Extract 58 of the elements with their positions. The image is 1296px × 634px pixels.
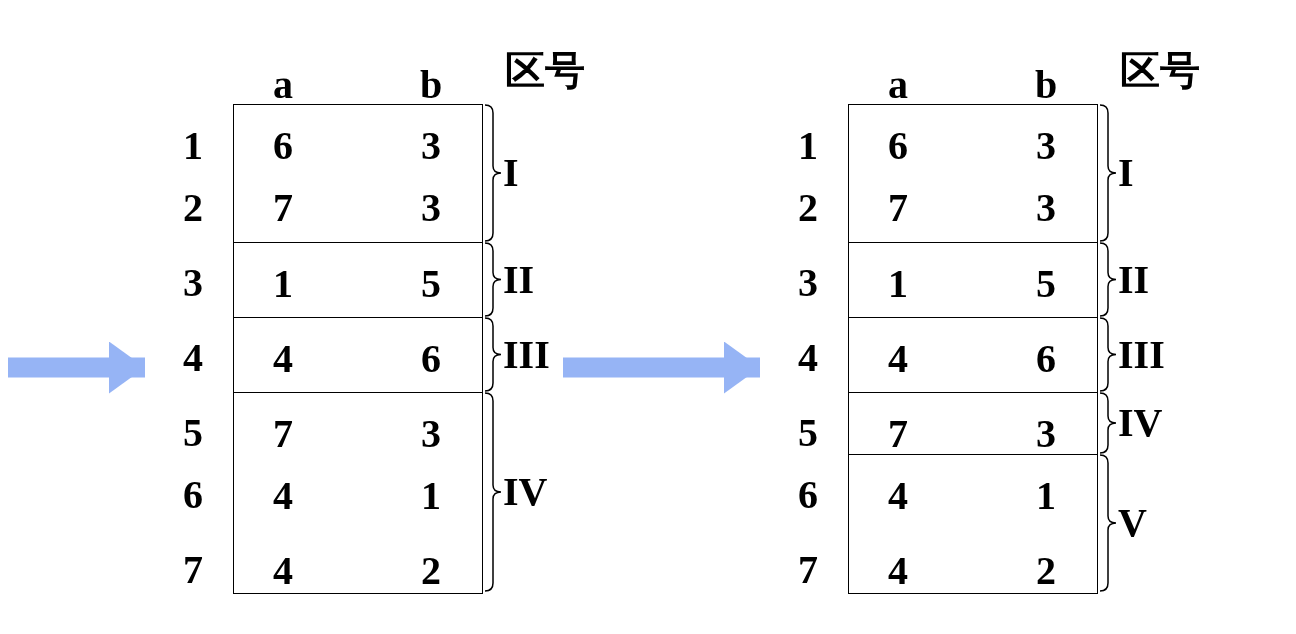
section-label: V bbox=[1118, 503, 1147, 543]
row-number: 1 bbox=[798, 126, 818, 166]
section-label: IV bbox=[1118, 403, 1163, 443]
section-label: III bbox=[503, 334, 550, 375]
column-header: b bbox=[1034, 65, 1058, 105]
cell-value: 1 bbox=[421, 476, 441, 516]
cell-value: 2 bbox=[1036, 551, 1056, 591]
row-number: 2 bbox=[798, 188, 818, 228]
row-number: 3 bbox=[183, 263, 203, 303]
cell-value: 4 bbox=[273, 476, 293, 516]
row-number: 4 bbox=[798, 338, 818, 378]
row-number: 3 bbox=[798, 263, 818, 303]
section-label: III bbox=[1118, 334, 1165, 375]
cell-value: 6 bbox=[888, 126, 908, 166]
table-title: 区号 bbox=[1120, 50, 1200, 90]
block-arrow bbox=[8, 341, 145, 394]
section-label: I bbox=[1118, 153, 1134, 193]
cell-value: 7 bbox=[273, 188, 293, 228]
section-label: IV bbox=[503, 472, 548, 512]
cell-value: 1 bbox=[888, 264, 908, 304]
cell-value: 2 bbox=[421, 551, 441, 591]
row-number: 6 bbox=[183, 475, 203, 515]
column-header: a bbox=[888, 65, 908, 105]
cell-value: 3 bbox=[421, 414, 441, 454]
section-label: II bbox=[1118, 259, 1150, 300]
row-number: 1 bbox=[183, 126, 203, 166]
cell-value: 1 bbox=[1036, 476, 1056, 516]
row-number: 7 bbox=[183, 550, 203, 590]
row-number: 2 bbox=[183, 188, 203, 228]
row-number: 6 bbox=[798, 475, 818, 515]
section-label: I bbox=[503, 153, 519, 193]
cell-value: 4 bbox=[888, 551, 908, 591]
cell-value: 4 bbox=[888, 476, 908, 516]
row-number: 5 bbox=[183, 413, 203, 453]
cell-value: 3 bbox=[421, 126, 441, 166]
cell-value: 6 bbox=[273, 126, 293, 166]
section-label: II bbox=[503, 259, 535, 300]
cell-value: 5 bbox=[1036, 264, 1056, 304]
table-title: 区号 bbox=[505, 50, 585, 90]
cell-value: 1 bbox=[273, 264, 293, 304]
row-number: 4 bbox=[183, 338, 203, 378]
column-header: a bbox=[273, 65, 293, 105]
row-number: 7 bbox=[798, 550, 818, 590]
cell-value: 7 bbox=[888, 188, 908, 228]
cell-value: 4 bbox=[273, 339, 293, 379]
cell-value: 3 bbox=[1036, 188, 1056, 228]
cell-value: 3 bbox=[421, 188, 441, 228]
column-header: b bbox=[419, 65, 443, 105]
cell-value: 6 bbox=[421, 339, 441, 379]
cell-value: 7 bbox=[888, 414, 908, 454]
cell-value: 3 bbox=[1036, 126, 1056, 166]
cell-value: 4 bbox=[273, 551, 293, 591]
cell-value: 3 bbox=[1036, 414, 1056, 454]
row-number: 5 bbox=[798, 413, 818, 453]
cell-value: 7 bbox=[273, 414, 293, 454]
cell-value: 5 bbox=[421, 264, 441, 304]
cell-value: 4 bbox=[888, 339, 908, 379]
cell-value: 6 bbox=[1036, 339, 1056, 379]
